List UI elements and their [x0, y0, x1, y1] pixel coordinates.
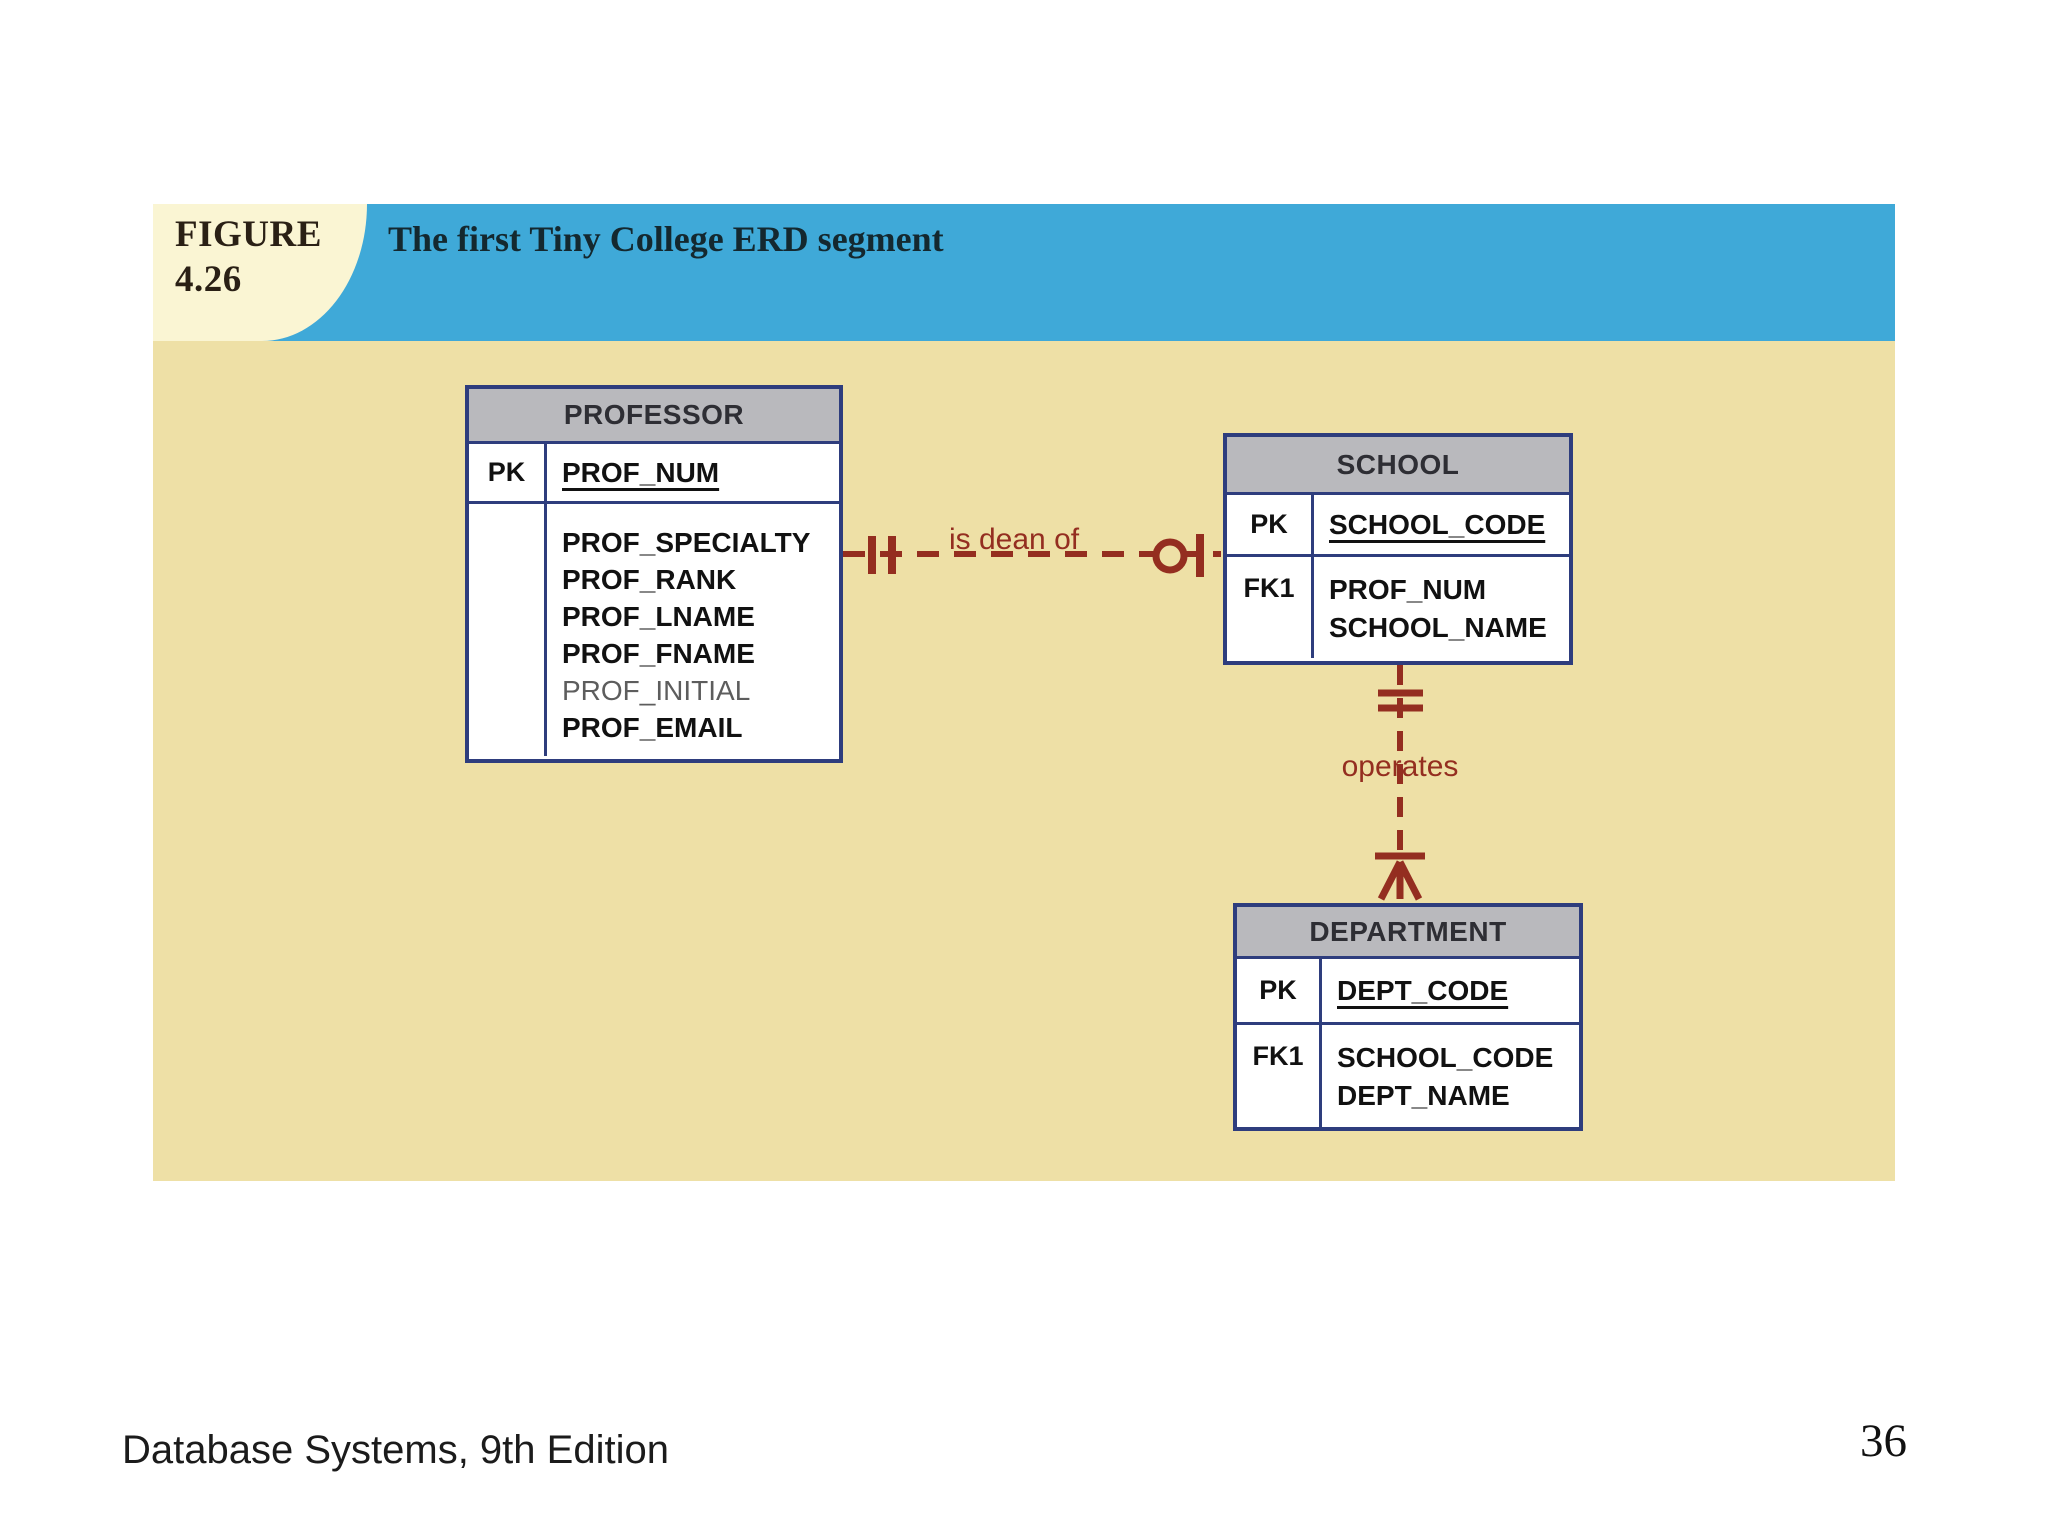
figure-title: The first Tiny College ERD segment	[388, 219, 944, 259]
attr-list: SCHOOL_CODE DEPT_NAME	[1322, 1025, 1579, 1127]
entity-professor-pk-row: PK PROF_NUM	[469, 444, 839, 504]
attr-list: PROF_NUM SCHOOL_NAME	[1314, 557, 1569, 658]
pk-key-label: PK	[469, 444, 547, 501]
one-and-only-one-icon	[1378, 689, 1423, 712]
attr-prof-rank: PROF_RANK	[562, 564, 737, 595]
one-or-many-crow-foot-icon	[1375, 852, 1425, 901]
figure-title-bar	[153, 204, 1895, 341]
pk-attr-cell: DEPT_CODE	[1322, 959, 1579, 1022]
attr-prof-specialty: PROF_SPECIALTY	[562, 527, 811, 558]
pk-attr-cell: SCHOOL_CODE	[1314, 495, 1569, 554]
fk-key-label: FK1	[1227, 557, 1314, 658]
entity-department-title: DEPARTMENT	[1237, 907, 1579, 959]
entity-professor-title: PROFESSOR	[469, 389, 839, 444]
attr-dept-code: DEPT_CODE	[1337, 974, 1509, 1006]
entity-school: SCHOOL PK SCHOOL_CODE FK1 PROF_NUM SCHOO…	[1223, 433, 1573, 665]
footer-book-title: Database Systems, 9th Edition	[122, 1428, 669, 1472]
attr-school-code: SCHOOL_CODE	[1329, 508, 1546, 540]
empty-key-cell	[469, 504, 547, 756]
entity-school-fk-row: FK1 PROF_NUM SCHOOL_NAME	[1227, 557, 1569, 658]
entity-department-pk-row: PK DEPT_CODE	[1237, 959, 1579, 1025]
figure-label-number: 4.26	[175, 259, 242, 300]
entity-professor-attrs-row: PROF_SPECIALTY PROF_RANK PROF_LNAME PROF…	[469, 504, 839, 756]
zero-or-one-icon	[1152, 534, 1204, 577]
relationship-label-operates: operates	[1341, 750, 1459, 783]
entity-school-title: SCHOOL	[1227, 437, 1569, 495]
attr-list: PROF_SPECIALTY PROF_RANK PROF_LNAME PROF…	[547, 504, 839, 756]
entity-department: DEPARTMENT PK DEPT_CODE FK1 SCHOOL_CODE …	[1233, 903, 1583, 1131]
attr-prof-num: PROF_NUM	[562, 456, 720, 488]
attr-prof-initial: PROF_INITIAL	[562, 675, 751, 706]
figure-label: FIGURE 4.26	[175, 212, 322, 302]
relationship-is-dean-of-line	[843, 534, 1221, 577]
figure-panel: FIGURE 4.26 The first Tiny College ERD s…	[153, 204, 1895, 1181]
diagram-canvas	[153, 341, 1895, 1181]
relationship-operates-line	[1375, 665, 1425, 901]
entity-professor: PROFESSOR PK PROF_NUM PROF_SPECIALTY PRO…	[465, 385, 843, 763]
attr-prof-lname: PROF_LNAME	[562, 601, 755, 632]
attr-dept-name: DEPT_NAME	[1337, 1080, 1510, 1111]
fk-key-label: FK1	[1237, 1025, 1322, 1127]
attr-prof-email: PROF_EMAIL	[562, 712, 743, 743]
pk-key-label: PK	[1227, 495, 1314, 554]
attr-school-name: SCHOOL_NAME	[1329, 612, 1547, 643]
entity-department-fk-row: FK1 SCHOOL_CODE DEPT_NAME	[1237, 1025, 1579, 1127]
pk-attr-cell: PROF_NUM	[547, 444, 839, 501]
footer-page-number: 36	[1860, 1415, 1907, 1467]
attr-prof-num-fk: PROF_NUM	[1329, 574, 1487, 605]
one-and-only-one-icon	[868, 536, 896, 574]
erd-connectors	[843, 534, 1425, 901]
figure-label-word: FIGURE	[175, 214, 322, 255]
relationship-label-is-dean-of: is dean of	[949, 523, 1080, 556]
pk-key-label: PK	[1237, 959, 1322, 1022]
attr-prof-fname: PROF_FNAME	[562, 638, 755, 669]
attr-school-code-fk: SCHOOL_CODE	[1337, 1042, 1554, 1073]
entity-school-pk-row: PK SCHOOL_CODE	[1227, 495, 1569, 557]
